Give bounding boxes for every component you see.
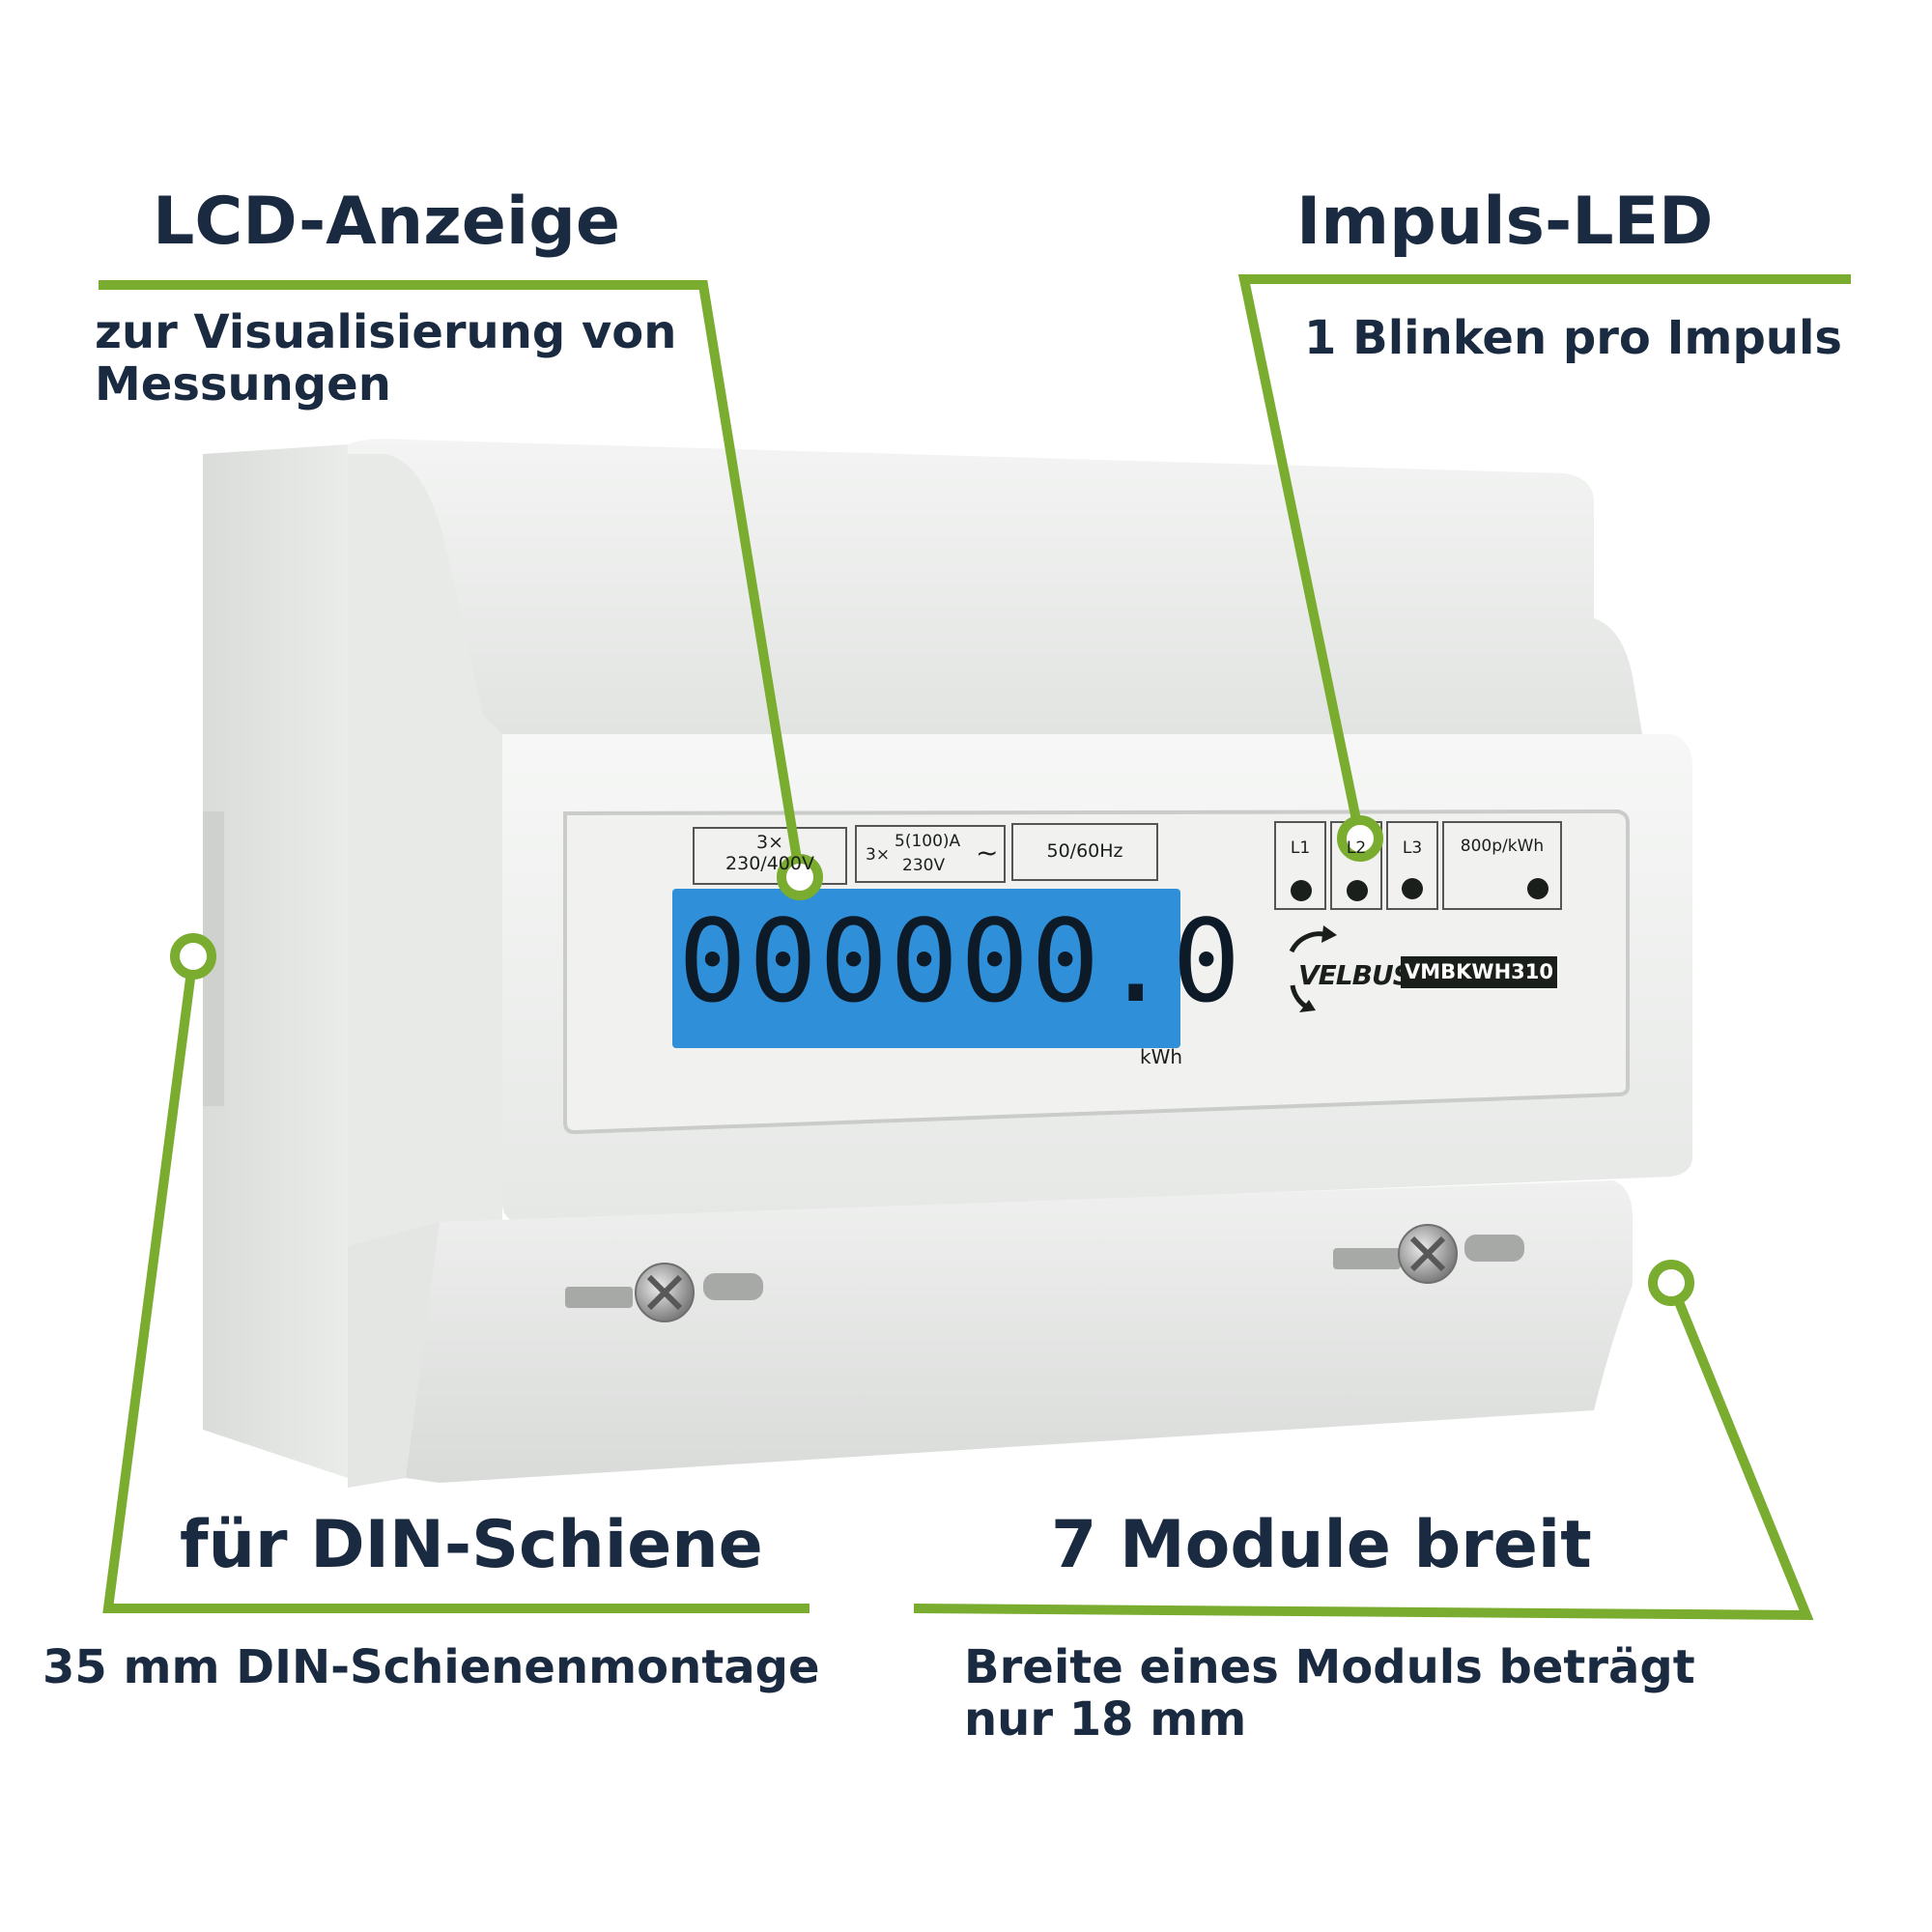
callout-title-led: Impuls-LED [1296,184,1714,260]
led-label-l3: L3 [1402,838,1423,858]
screw-slot-left-a [565,1287,633,1308]
callout-dot-led [1337,815,1383,862]
spec-box-voltage [693,827,847,885]
screw-slot-left-b [703,1273,763,1300]
led-label-l1: L1 [1290,838,1311,858]
spec-voltage-top: 3× [755,832,783,853]
callout-text-modules: Breite eines Moduls beträgt nur 18 mm [964,1640,1695,1747]
led-box-l1 [1274,821,1326,910]
callout-lines [99,274,1851,1621]
callout-text-lcd-line2: Messungen [95,356,391,412]
velbus-logo-icon [1289,925,1337,1012]
spec-box-frequency [1011,823,1158,881]
led-impulse [1527,878,1548,899]
led-label-impulse: 800p/kWh [1460,837,1545,856]
led-l2 [1347,880,1368,901]
callout-text-modules-line1: Breite eines Moduls beträgt [964,1640,1695,1694]
spec-current-prefix: 3× [866,845,891,865]
callout-dot-lcd [777,854,823,900]
screw-slot-right-a [1333,1248,1401,1269]
callout-line-modules [913,1281,1814,1621]
callout-title-lcd: LCD-Anzeige [153,184,621,260]
callout-line-led [1237,274,1851,840]
led-label-l2: L2 [1346,838,1367,858]
callout-text-din: 35 mm DIN-Schienenmontage [43,1640,820,1694]
callout-text-modules-line2: nur 18 mm [964,1691,1247,1747]
callout-dot-din [170,933,216,980]
model-label: VMBKWH310 [1404,960,1553,983]
spec-current-top: 5(100)A [895,832,961,851]
led-box-impulse [1442,821,1562,910]
spec-current-text: 3× 5(100)A 230V ~ [862,831,1001,879]
led-l1 [1291,880,1312,901]
callout-text-lcd-line1: zur Visualisierung von [95,305,677,359]
lcd-value: 000000.0 [678,895,1243,1028]
ac-symbol-icon: ~ [976,837,999,868]
lcd-unit: kWh [1140,1045,1183,1068]
spec-voltage-text: 3× 230/400V [694,832,846,875]
spec-frequency-text: 50/60Hz [1046,840,1123,862]
callout-text-lcd: zur Visualisierung von Messungen [95,305,677,412]
callout-dot-modules [1648,1260,1694,1306]
terminal-cover [406,1180,1633,1483]
housing-top-face [348,454,502,1246]
spec-voltage-bottom: 230/400V [725,852,814,874]
callout-line-din [102,955,810,1613]
brand-label: VELBUS [1298,959,1412,991]
housing-top [348,439,1642,734]
screw-slot-right-b [1464,1235,1524,1262]
callout-text-led: 1 Blinken pro Impuls [1304,311,1842,365]
housing-left-side [203,444,348,1478]
callout-title-modules: 7 Module breit [1051,1507,1592,1583]
led-box-l3 [1386,821,1438,910]
callout-line-lcd [99,280,805,878]
spec-current-bottom: 230V [902,856,946,875]
callout-title-din: für DIN-Schiene [180,1507,763,1583]
spec-box-current [855,825,1006,883]
model-badge [1401,956,1557,988]
led-l3 [1402,878,1423,899]
lcd-screen [672,889,1180,1048]
